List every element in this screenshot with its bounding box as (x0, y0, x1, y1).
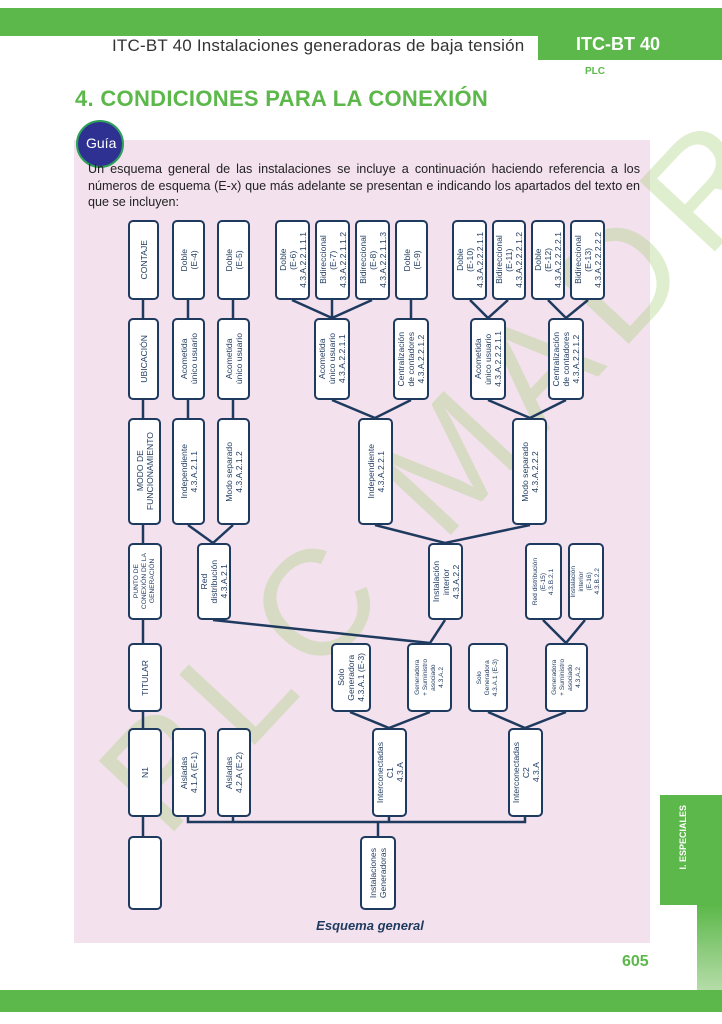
node-titular-3: Solo Generadora 4.3.A.1 (E-3) (468, 643, 508, 712)
label: Acometida único usuario (223, 333, 244, 385)
node-punto-4: Instalación interior (E-16) 4.3.B.2.2 (568, 543, 604, 620)
diagram-caption: Esquema general (316, 918, 424, 933)
node-contaje-e8: Bidireccional (E-8) 4.3.A.2.2.1.1.3 (355, 220, 390, 300)
node-contaje-e13: Bidireccional (E-13) 4.3.A.2.2.2.2.2 (570, 220, 605, 300)
label: Modo separado 4.3.A.2.1.2 (223, 441, 244, 502)
label: Bidireccional (E-13) 4.3.A.2.2.2.2.2 (572, 232, 603, 288)
node-n1-4: Interconectadas C2 4.3.A (508, 728, 543, 817)
label: Red distribución (E-15) 4.3.B.2.1 (531, 557, 555, 606)
label: Centralización de contadores 4.3.A.2.2.1… (551, 331, 581, 387)
label: Solo Generadora 4.3.A.1 (E-3) (336, 653, 366, 702)
footer-bar (0, 990, 722, 1012)
node-contaje-e11: Bidireccional (E-11) 4.3.A.2.2.2.1.2 (492, 220, 526, 300)
label: Bidireccional (E-11) 4.3.A.2.2.2.1.2 (494, 232, 524, 288)
node-titular-1: Solo Generadora 4.3.A.1 (E-3) (331, 643, 371, 712)
node-contaje-e7: Bidireccional (E-7) 4.3.A.2.2.1.1.2 (315, 220, 350, 300)
node-titular-2: Generadora + Suministro asociado 4.3.A.2 (407, 643, 452, 712)
row-label-root (128, 836, 162, 910)
label: Doble (E-10) 4.3.A.2.2.2.1.1 (454, 232, 485, 288)
label: Aisladas 4.2.A (E-2) (224, 751, 244, 794)
document-code: ITC-BT 40 (538, 30, 722, 60)
node-contaje-e4: Doble (E-4) (172, 220, 205, 300)
section-side-tab[interactable]: I. ESPECIALES (660, 795, 722, 905)
row-label-titular: TITULAR (128, 643, 162, 712)
label: UBICACIÓN (138, 335, 149, 383)
label: Aisladas 4.1.A (E-1) (179, 751, 199, 794)
label: Doble (E-5) (223, 248, 244, 272)
label: Doble (E-6) 4.3.A.2.2.1.1.1 (277, 232, 308, 288)
plc-logo: PLC (585, 66, 605, 77)
label: Independiente 4.3.A.2.2.1 (365, 444, 386, 499)
label: Interconectadas C2 4.3.A (510, 741, 541, 804)
node-titular-4: Generadora + Suministro asociado 4.3.A.2 (545, 643, 588, 712)
row-label-ubicacion: UBICACIÓN (128, 318, 159, 400)
label: Interconectadas C1 4.3.A (374, 741, 405, 804)
guide-badge: Guía (76, 120, 124, 168)
node-ubicacion-2: Acometida único usuario (217, 318, 250, 400)
page-number: 605 (622, 953, 649, 970)
node-contaje-e12: Doble (E-12) 4.3.A.2.2.2.2.1 (531, 220, 565, 300)
label: CONTAJE (138, 240, 149, 280)
node-n1-1: Aisladas 4.1.A (E-1) (172, 728, 206, 817)
node-n1-3: Interconectadas C1 4.3.A (372, 728, 407, 817)
node-modo-2: Modo separado 4.3.A.2.1.2 (217, 418, 250, 525)
label: PUNTO DE CONEXIÓN DE LA GENERACIÓN (133, 553, 156, 610)
label: Solo Generadora 4.3.A.1 (E-3) (476, 658, 499, 697)
row-label-punto: PUNTO DE CONEXIÓN DE LA GENERACIÓN (128, 543, 162, 620)
label: Doble (E-4) (178, 248, 199, 272)
node-ubicacion-1: Acometida único usuario (172, 318, 205, 400)
label: MODO DE FUNCIONAMIENTO (134, 432, 155, 511)
node-root: Instalaciones Generadoras (360, 836, 396, 910)
label: Generadora + Suministro asociado 4.3.A.2 (550, 659, 582, 696)
row-label-modo: MODO DE FUNCIONAMIENTO (128, 418, 161, 525)
label: Generadora + Suministro asociado 4.3.A.2 (413, 659, 445, 696)
label: Red distribución 4.3.A.2.1 (199, 559, 229, 604)
label: Modo separado 4.3.A.2.2.2 (519, 441, 540, 502)
label: Independiente 4.3.A.2.1.1 (178, 444, 199, 499)
label: Acometida único usuario (178, 333, 199, 385)
intro-paragraph: Un esquema general de las instalaciones … (88, 162, 640, 209)
node-contaje-e9: Doble (E-9) (395, 220, 428, 300)
label: Doble (E-9) (401, 248, 422, 272)
node-punto-1: Red distribución 4.3.A.2.1 (197, 543, 231, 620)
label: Doble (E-12) 4.3.A.2.2.2.2.1 (533, 232, 563, 288)
node-punto-3: Red distribución (E-15) 4.3.B.2.1 (525, 543, 562, 620)
node-punto-2: Instalación interior 4.3.A.2.2 (428, 543, 463, 620)
row-label-contaje: CONTAJE (128, 220, 159, 300)
document-title: ITC-BT 40 Instalaciones generadoras de b… (112, 36, 525, 55)
node-modo-3: Independiente 4.3.A.2.2.1 (358, 418, 393, 525)
label: TITULAR (140, 659, 150, 696)
node-contaje-e10: Doble (E-10) 4.3.A.2.2.2.1.1 (452, 220, 487, 300)
label: Bidireccional (E-7) 4.3.A.2.2.1.1.2 (317, 232, 348, 288)
node-ubicacion-3: Acometida único usuario 4.3.A.2.2.1.1 (314, 318, 350, 400)
label: Acometida único usuario 4.3.A.2.2.1.1 (317, 333, 347, 385)
label: Instalaciones Generadoras (368, 847, 388, 899)
label: Instalación interior 4.3.A.2.2 (430, 560, 461, 603)
section-heading: 4. CONDICIONES PARA LA CONEXIÓN (75, 86, 489, 111)
node-contaje-e5: Doble (E-5) (217, 220, 250, 300)
label: Bidireccional (E-8) 4.3.A.2.2.1.1.3 (357, 232, 388, 288)
node-ubicacion-4: Centralización de contadores 4.3.A.2.2.1… (393, 318, 429, 400)
side-strip (697, 905, 722, 990)
connector-lines (141, 298, 589, 836)
node-modo-4: Modo separado 4.3.A.2.2.2 (512, 418, 547, 525)
label: N1 (140, 767, 150, 778)
label: Instalación interior (E-16) 4.3.B.2.2 (570, 565, 601, 598)
node-contaje-e6: Doble (E-6) 4.3.A.2.2.1.1.1 (275, 220, 310, 300)
node-ubicacion-5: Acometida único usuario 4.3.A.2.2.2.1.1 (470, 318, 506, 400)
node-modo-1: Independiente 4.3.A.2.1.1 (172, 418, 205, 525)
node-n1-2: Aisladas 4.2.A (E-2) (217, 728, 251, 817)
node-ubicacion-6: Centralización de contadores 4.3.A.2.2.1… (548, 318, 584, 400)
label: Centralización de contadores 4.3.A.2.2.1… (396, 331, 426, 387)
label: Acometida único usuario 4.3.A.2.2.2.1.1 (473, 331, 503, 387)
row-label-n1: N1 (128, 728, 162, 817)
